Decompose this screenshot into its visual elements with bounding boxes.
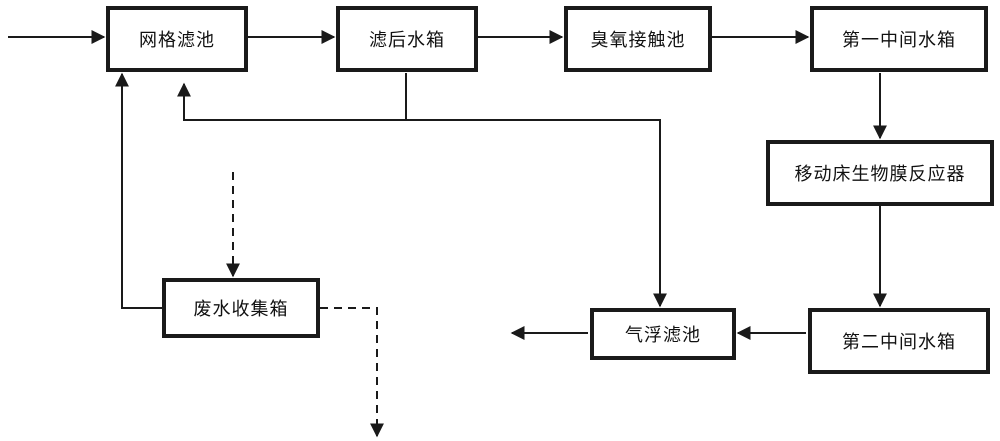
grid-filter-box: 网格滤池 <box>106 6 248 72</box>
waste-return-line <box>115 72 162 309</box>
first-mid-tank-box: 第一中间水箱 <box>810 6 988 72</box>
backwash-return-line <box>177 82 406 121</box>
post-filter-tank-box: 滤后水箱 <box>336 6 478 72</box>
dashed-discharge-arrow <box>320 307 384 438</box>
backwash-supply-line <box>405 73 667 308</box>
mbbr-box: 移动床生物膜反应器 <box>766 140 994 206</box>
air-float-filter-box: 气浮滤池 <box>590 308 736 360</box>
waste-collect-tank-box: 废水收集箱 <box>162 278 320 338</box>
second-mid-tank-box: 第二中间水箱 <box>808 308 990 374</box>
ozone-contact-box: 臭氧接触池 <box>564 6 712 72</box>
